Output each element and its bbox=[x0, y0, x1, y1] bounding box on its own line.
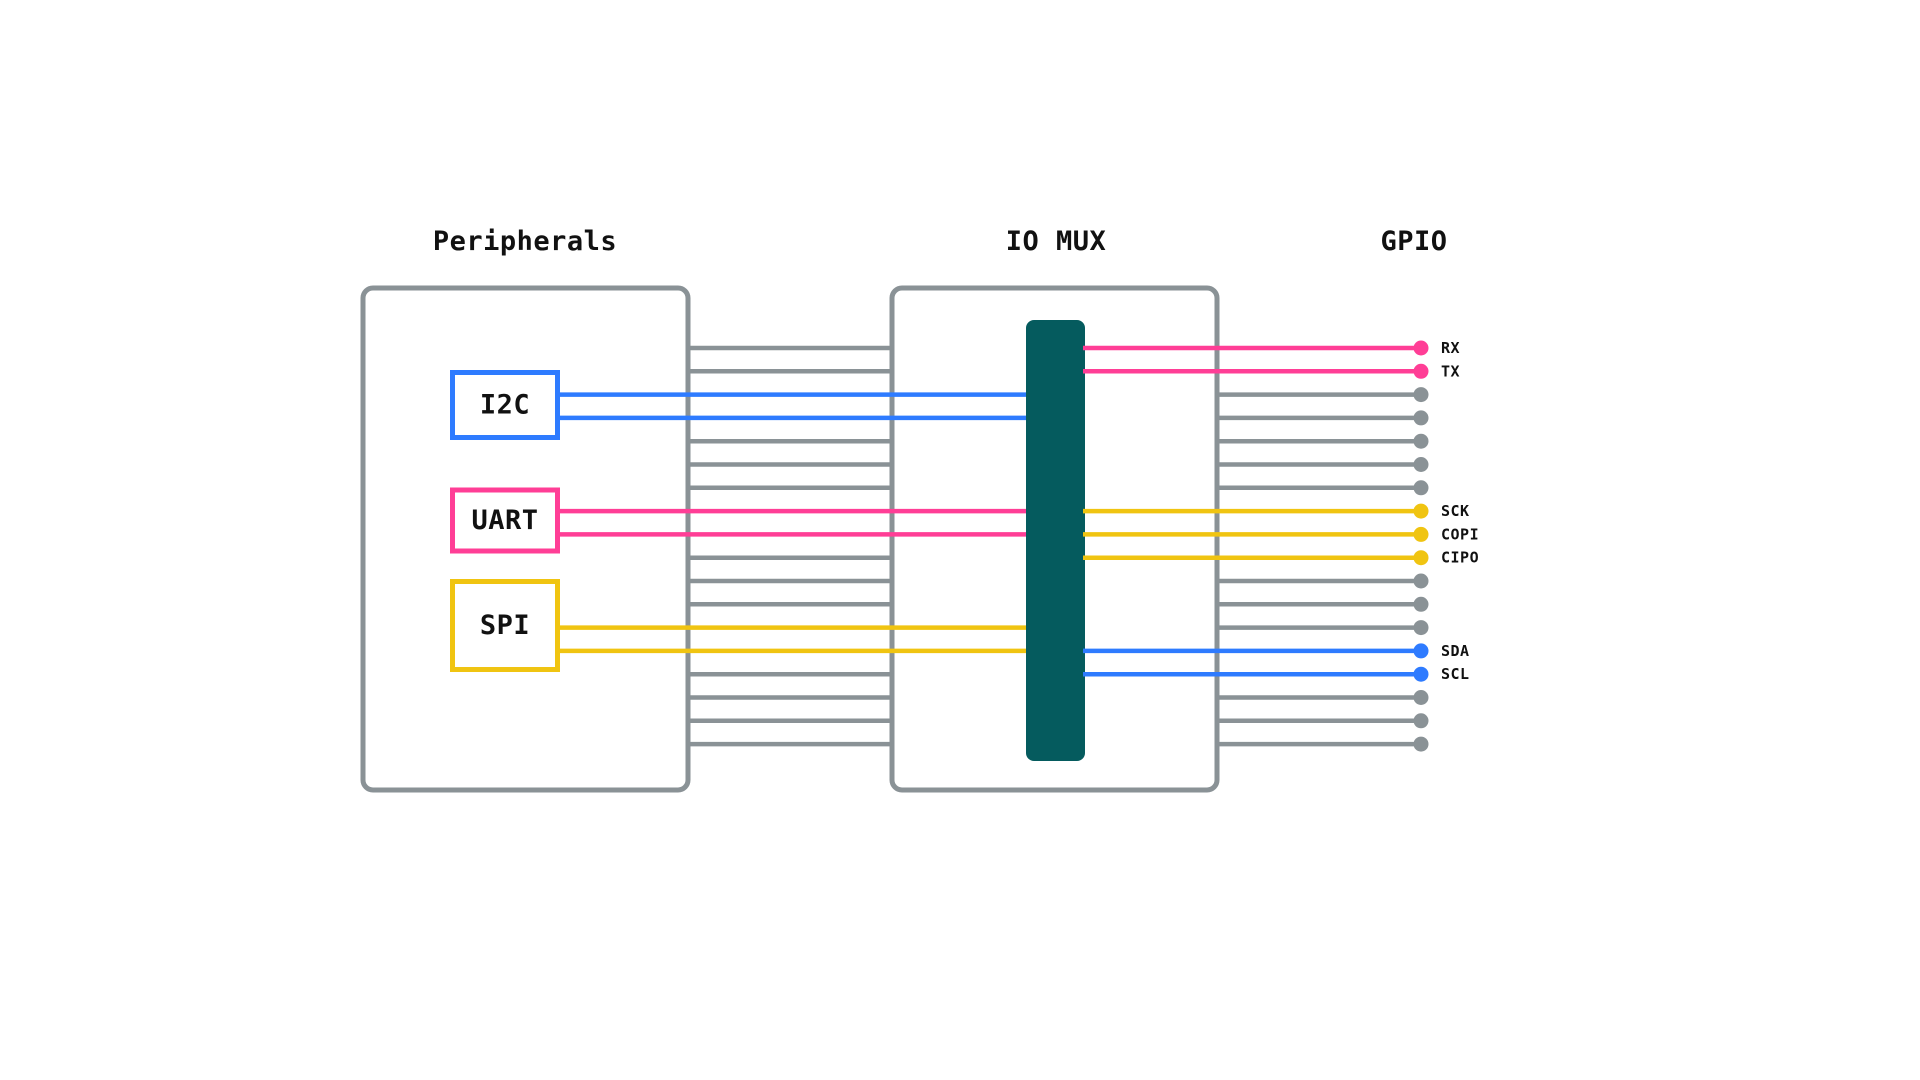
sda-pin-dot bbox=[1413, 643, 1429, 659]
spi-block-label: SPI bbox=[480, 610, 530, 641]
gpio-pin-group: RX TX SCK COPI CIPO SDA SCL bbox=[1083, 339, 1479, 752]
gpio-pin-dot bbox=[1413, 410, 1429, 426]
scl-pin-dot bbox=[1413, 666, 1429, 682]
gpio-pin-dot bbox=[1413, 433, 1429, 449]
gpio-pin-dot bbox=[1413, 480, 1429, 496]
uart-block bbox=[450, 487, 560, 554]
sck-pin-dot bbox=[1413, 503, 1429, 519]
cipo-pin-dot bbox=[1413, 550, 1429, 566]
gpio-pin-dot bbox=[1413, 387, 1429, 403]
gpio-pin-label-copi: COPI bbox=[1441, 525, 1479, 543]
gpio-pin-label-cipo: CIPO bbox=[1441, 549, 1479, 567]
gpio-pin-label-sda: SDA bbox=[1441, 642, 1470, 660]
peripherals-title: Peripherals bbox=[433, 226, 617, 257]
gpio-pin-label-rx: RX bbox=[1441, 339, 1460, 357]
mux-bar bbox=[1026, 320, 1085, 761]
uart-block-label: UART bbox=[471, 505, 538, 536]
tx-pin-dot bbox=[1413, 363, 1429, 379]
gpio-pin-dot bbox=[1413, 573, 1429, 589]
gpio-pin-dot bbox=[1413, 620, 1429, 636]
gpio-pin-label-sck: SCK bbox=[1441, 502, 1470, 520]
wire-bundle bbox=[688, 345, 895, 747]
gpio-pin-label-tx: TX bbox=[1441, 362, 1460, 380]
io-mux-title: IO MUX bbox=[1006, 226, 1107, 257]
spi-block bbox=[450, 579, 560, 672]
gpio-title: GPIO bbox=[1380, 226, 1447, 257]
i2c-block bbox=[450, 370, 560, 440]
gpio-pin-dot bbox=[1413, 690, 1429, 705]
peripheral-blocks: I2C UART SPI bbox=[450, 370, 560, 672]
i2c-block-label: I2C bbox=[480, 390, 530, 421]
rx-pin-dot bbox=[1413, 340, 1429, 356]
gpio-pin-dot bbox=[1413, 457, 1429, 472]
gpio-pin-dot bbox=[1413, 736, 1429, 752]
gpio-pin-label-scl: SCL bbox=[1441, 665, 1470, 683]
gpio-pin-dot bbox=[1413, 713, 1429, 729]
signal-lines bbox=[555, 392, 1028, 654]
copi-pin-dot bbox=[1413, 526, 1429, 542]
gpio-pin-dot bbox=[1413, 596, 1429, 612]
